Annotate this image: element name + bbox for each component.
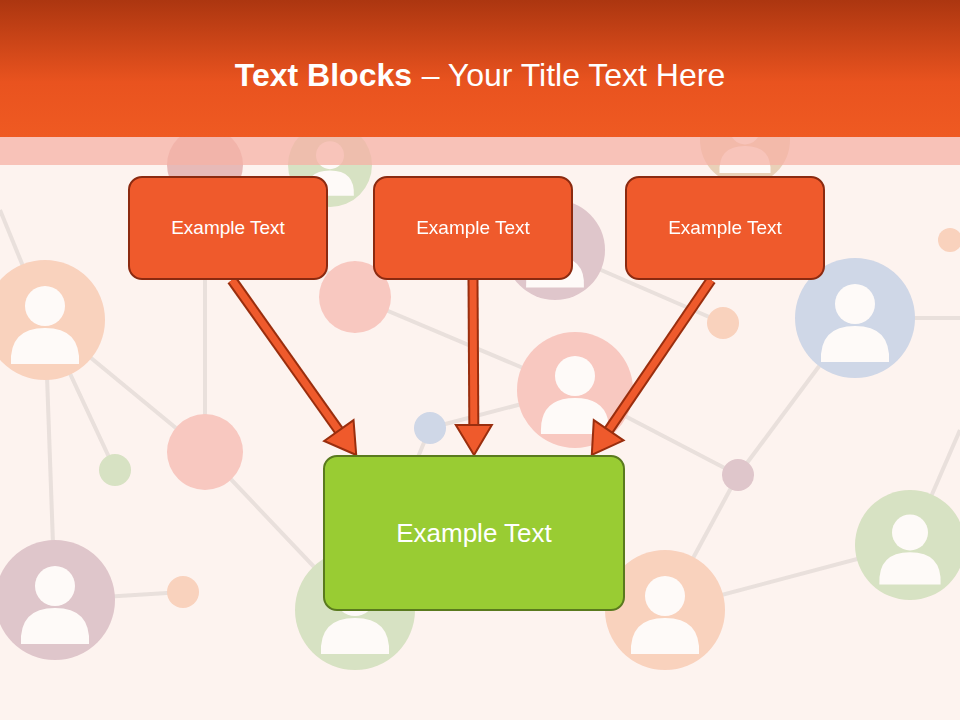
flow-arrow bbox=[456, 280, 492, 455]
source-box: Example Text bbox=[625, 176, 825, 280]
box-text: Example Text bbox=[416, 217, 530, 239]
header-strip bbox=[0, 137, 960, 165]
box-text: Example Text bbox=[171, 217, 285, 239]
target-box: Example Text bbox=[323, 455, 625, 611]
source-box: Example Text bbox=[128, 176, 328, 280]
flow-arrow bbox=[232, 280, 356, 455]
box-text: Example Text bbox=[668, 217, 782, 239]
flow-arrow bbox=[592, 280, 711, 455]
box-text: Example Text bbox=[396, 518, 552, 549]
slide-title: Text Blocks bbox=[235, 57, 412, 94]
source-box: Example Text bbox=[373, 176, 573, 280]
title-subtext: – Your Title Text Here bbox=[422, 57, 726, 94]
title-bar: Text Blocks – Your Title Text Here bbox=[0, 50, 960, 100]
